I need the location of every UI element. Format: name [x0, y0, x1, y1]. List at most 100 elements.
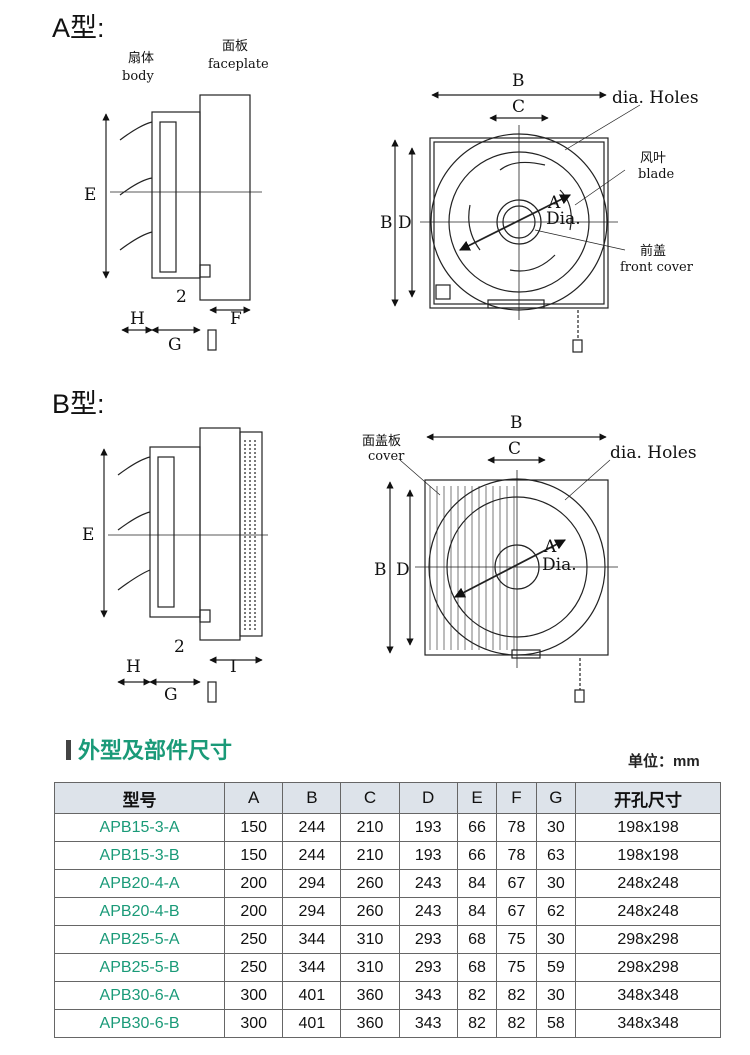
dim-e-a: E — [84, 185, 96, 205]
type-b-side-view — [100, 427, 268, 703]
value-cell: 84 — [456, 869, 498, 898]
value-cell: 82 — [496, 981, 537, 1010]
value-cell: 84 — [456, 897, 498, 926]
value-cell: 78 — [496, 813, 537, 842]
dim-a-a: A — [547, 193, 561, 213]
value-cell: 82 — [496, 1009, 537, 1038]
value-cell: 248x248 — [575, 869, 721, 898]
value-cell: 343 — [398, 1009, 458, 1038]
column-header: F — [496, 782, 537, 814]
value-cell: 401 — [282, 981, 342, 1010]
value-cell: 66 — [456, 813, 498, 842]
type-a-front-view — [391, 91, 641, 353]
faceplate-label-cn: 面板 — [222, 39, 248, 54]
type-a-title: A型: — [52, 13, 105, 43]
model-cell: APB15-3-A — [53, 813, 226, 842]
value-cell: 66 — [456, 841, 498, 870]
value-cell: 243 — [398, 897, 458, 926]
body-label-cn: 扇体 — [128, 50, 154, 66]
type-b-title: B型: — [52, 389, 105, 419]
value-cell: 198x198 — [575, 841, 721, 870]
value-cell: 243 — [398, 869, 458, 898]
value-cell: 310 — [340, 953, 400, 982]
column-header: D — [398, 782, 458, 814]
value-cell: 210 — [340, 813, 400, 842]
value-cell: 67 — [496, 869, 537, 898]
value-cell: 298x298 — [575, 953, 721, 982]
value-cell: 75 — [496, 953, 537, 982]
value-cell: 344 — [282, 953, 342, 982]
dim-b-top-a: B — [512, 71, 525, 91]
value-cell: 260 — [340, 869, 400, 898]
dim-g-a: G — [168, 335, 182, 355]
faceplate-label-en: faceplate — [208, 57, 269, 72]
value-cell: 300 — [224, 1009, 284, 1038]
value-cell: 200 — [224, 869, 284, 898]
value-cell: 63 — [535, 841, 577, 870]
column-header: G — [535, 782, 577, 814]
dim-c-b: C — [508, 439, 521, 459]
blade-label-en: blade — [638, 167, 675, 182]
value-cell: 58 — [535, 1009, 577, 1038]
value-cell: 30 — [535, 925, 577, 954]
cover-label-cn-a: 前盖 — [640, 243, 666, 259]
type-b-front-view — [386, 433, 618, 703]
blade-label-cn: 风叶 — [640, 151, 666, 166]
value-cell: 310 — [340, 925, 400, 954]
dim-g-b: G — [164, 685, 178, 705]
value-cell: 293 — [398, 953, 458, 982]
value-cell: 82 — [456, 981, 498, 1010]
column-header: C — [340, 782, 400, 814]
column-header: 开孔尺寸 — [575, 782, 721, 814]
dim-a-b: A — [543, 537, 557, 557]
model-cell: APB25-5-A — [53, 925, 226, 954]
value-cell: 59 — [535, 953, 577, 982]
type-a-side-view — [102, 94, 262, 351]
dim-d-b: D — [396, 560, 410, 580]
model-cell: APB30-6-A — [53, 981, 226, 1010]
model-cell: APB20-4-A — [53, 869, 226, 898]
value-cell: 210 — [340, 841, 400, 870]
value-cell: 244 — [282, 813, 342, 842]
unit-label: 单位：mm — [628, 753, 700, 770]
value-cell: 193 — [398, 841, 458, 870]
dim-h-a: H — [130, 309, 145, 329]
dim-e-b: E — [82, 525, 94, 545]
value-cell: 348x348 — [575, 1009, 721, 1038]
value-cell: 200 — [224, 897, 284, 926]
value-cell: 360 — [340, 1009, 400, 1038]
value-cell: 401 — [282, 1009, 342, 1038]
body-label-en: body — [122, 69, 154, 84]
value-cell: 30 — [535, 813, 577, 842]
value-cell: 198x198 — [575, 813, 721, 842]
dim-c-a: C — [512, 97, 525, 117]
diagrams: 扇体 body 面板 faceplate E H G 2 F B C B D d… — [82, 39, 699, 705]
value-cell: 150 — [224, 813, 284, 842]
cover-label-cn-b: 面盖板 — [362, 434, 401, 449]
value-cell: 62 — [535, 897, 577, 926]
value-cell: 294 — [282, 897, 342, 926]
table-title: 外型及部件尺寸 — [78, 738, 233, 763]
value-cell: 248x248 — [575, 897, 721, 926]
column-header: E — [456, 782, 498, 814]
model-cell: APB15-3-B — [53, 841, 226, 870]
value-cell: 360 — [340, 981, 400, 1010]
value-cell: 260 — [340, 897, 400, 926]
dia-label-b: Dia. — [542, 555, 577, 575]
value-cell: 82 — [456, 1009, 498, 1038]
value-cell: 30 — [535, 869, 577, 898]
model-cell: APB30-6-B — [53, 1009, 226, 1038]
value-cell: 294 — [282, 869, 342, 898]
dim-h-b: H — [126, 657, 141, 677]
value-cell: 244 — [282, 841, 342, 870]
model-cell: APB25-5-B — [53, 953, 226, 982]
